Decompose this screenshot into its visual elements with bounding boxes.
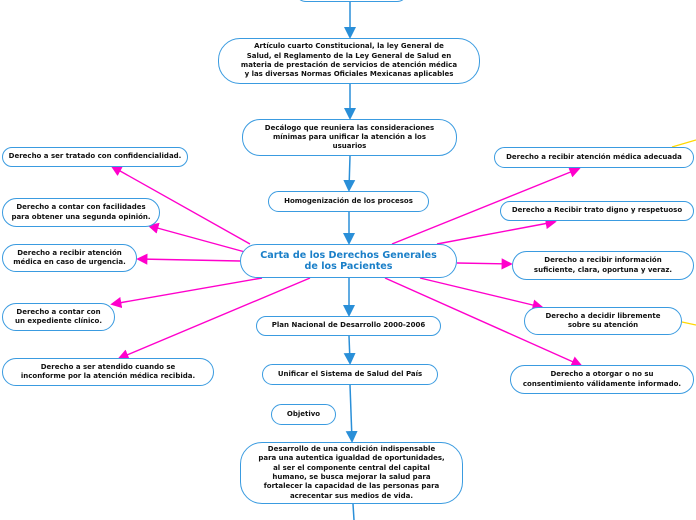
branch-arrow [384,277,583,367]
node-desarrollo[interactable]: Desarrollo de una condición indispensabl… [240,442,463,504]
left-node-confidencialidad[interactable]: Derecho a ser tratado con confidencialid… [2,147,188,167]
branch-arrow [456,258,513,270]
spine-line [352,503,355,520]
right-node-trato-digno[interactable]: Derecho a Recibir trato digno y respetuo… [500,201,694,221]
right-node-atencion-adecuada[interactable]: Derecho a recibir atención médica adecua… [494,147,694,168]
left-node-expediente[interactable]: Derecho a contar con un expediente clíni… [2,303,115,331]
node-plan[interactable]: Plan Nacional de Desarrollo 2000-2006 [256,316,441,336]
node-decalogo[interactable]: Decálogo que reuniera las consideracione… [242,119,457,156]
node-unificar[interactable]: Unificar el Sistema de Salud del País [262,364,438,385]
branch-arrow [136,253,241,265]
top-node[interactable] [295,0,408,2]
spine-arrow [343,155,356,192]
node-articulo[interactable]: Artículo cuarto Constitucional, la ley G… [218,38,480,84]
right-node-decidir[interactable]: Derecho a decidir libremente sobre su at… [524,307,682,335]
spine-arrow [343,335,356,365]
offscreen-link [681,321,696,326]
left-node-segunda-opinion[interactable]: Derecho a contar con facilidades para ob… [2,198,160,227]
right-node-informacion[interactable]: Derecho a recibir información suficiente… [512,251,694,280]
offscreen-link [671,139,696,148]
branch-arrow [117,277,311,360]
branch-arrow [391,166,581,245]
branch-arrow [110,277,263,309]
central-node[interactable]: Carta de los Derechos Generales de los P… [240,244,457,278]
branch-arrow [147,222,246,253]
node-objetivo[interactable]: Objetivo [271,404,336,425]
branch-arrow [110,165,251,245]
left-node-urgencia[interactable]: Derecho a recibir atención médica en cas… [2,244,137,272]
spine-arrow [345,384,358,443]
right-node-consentimiento[interactable]: Derecho a otorgar o no su consentimiento… [510,365,694,394]
branch-arrow [436,218,557,245]
branch-arrow [419,277,544,311]
left-node-inconforme[interactable]: Derecho a ser atendido cuando se inconfo… [2,358,214,386]
node-homogenizacion[interactable]: Homogenización de los procesos [268,191,429,212]
